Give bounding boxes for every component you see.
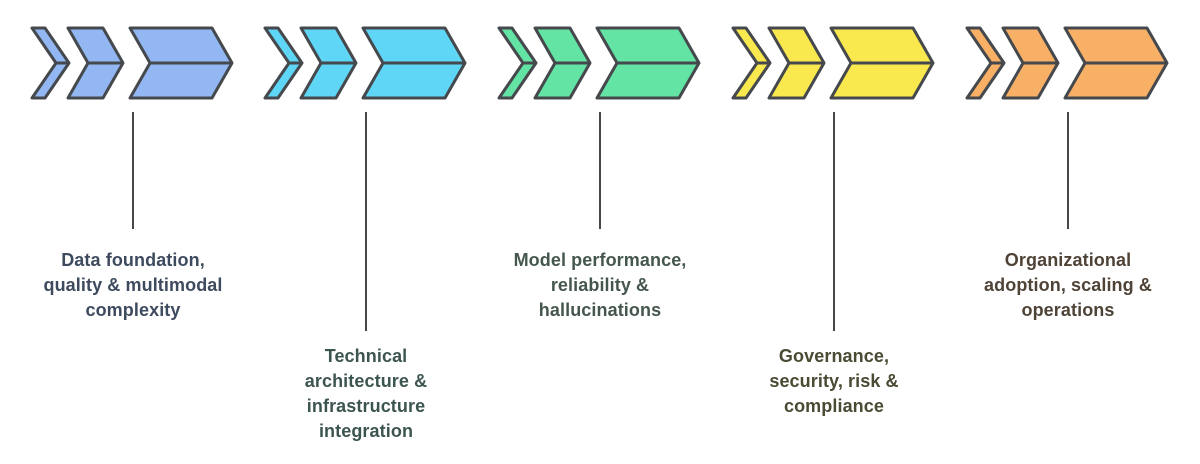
connector-line [132,112,134,229]
stage-group-1: Data foundation, quality & multimodal co… [30,0,236,464]
connector-line [1067,112,1069,229]
chevron-arrows-icon [30,26,234,100]
stage-label: Organizational adoption, scaling & opera… [984,250,1152,320]
stage-group-3: Model performance, reliability & halluci… [497,0,703,464]
connector-line [599,112,601,229]
stage-group-2: Technical architecture & infrastructure … [263,0,469,464]
stage-group-5: Organizational adoption, scaling & opera… [965,0,1171,464]
stage-label: Data foundation, quality & multimodal co… [43,250,223,320]
chevron-arrows-icon [263,26,467,100]
stage-label: Governance, security, risk & compliance [769,346,899,416]
chevron-arrows-icon [731,26,935,100]
stage-group-4: Governance, security, risk & compliance [731,0,937,464]
chevron-arrows-icon [497,26,701,100]
stage-label: Technical architecture & infrastructure … [304,346,428,441]
stage-label: Model performance, reliability & halluci… [513,250,687,320]
connector-line [833,112,835,331]
chevron-arrows-icon [965,26,1169,100]
connector-line [365,112,367,331]
